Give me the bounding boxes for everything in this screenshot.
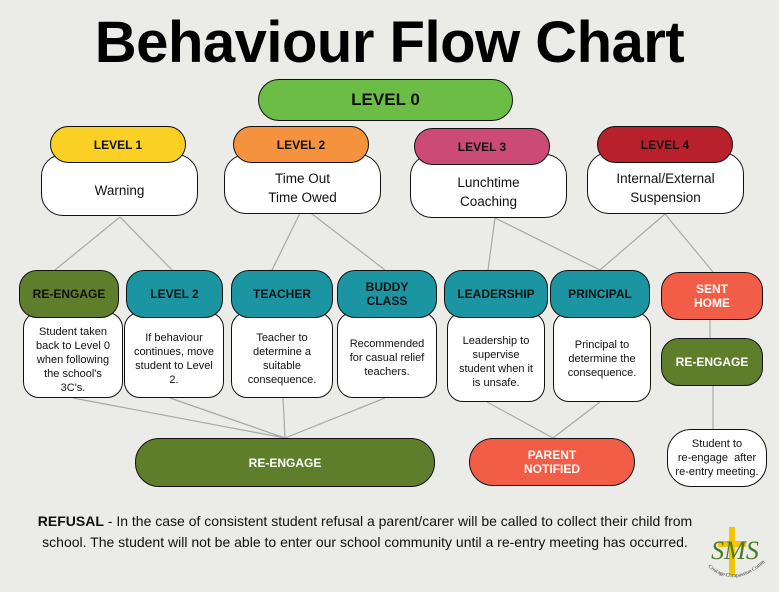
re-engage-line-3: when following [36, 354, 110, 366]
principal-card: Principal to determine the consequence. [553, 312, 651, 402]
parent-notified-label-1: PARENT [527, 448, 577, 462]
teacher-pill: TEACHER [231, 270, 333, 318]
level-4-label: LEVEL 4 [640, 137, 690, 152]
re-engage-line-4: the school's [44, 368, 102, 380]
level-2-action-card: If behaviour continues, move student to … [124, 312, 224, 398]
re-engage-line-1: Student taken [39, 326, 107, 338]
leadership-card: Leadership to supervise student when it … [447, 312, 545, 402]
level-3-label: LEVEL 3 [457, 139, 507, 154]
level-2-action-line-1: If behaviour [145, 332, 203, 344]
refusal-text: - In the case of consistent student refu… [42, 513, 693, 550]
level-4-pill: LEVEL 4 [597, 126, 733, 163]
buddy-class-card: Recommended for casual relief teachers. [337, 312, 437, 398]
level-1-label: LEVEL 1 [93, 137, 143, 152]
re-engage-right-label: RE-ENGAGE [675, 355, 749, 369]
teacher-label: TEACHER [252, 287, 311, 301]
refusal-note: REFUSAL - In the case of consistent stud… [30, 511, 700, 553]
principal-pill: PRINCIPAL [550, 270, 650, 318]
principal-line-1: Principal to [574, 339, 630, 351]
buddy-class-line-2: for casual relief [349, 352, 425, 364]
re-engage-pill: RE-ENGAGE [19, 270, 119, 318]
level-3-text-1: Lunchtime [457, 175, 520, 190]
principal-line-3: consequence. [567, 367, 637, 379]
leadership-line-1: Leadership to [462, 335, 530, 347]
level-2-text-1: Time Out [274, 171, 330, 186]
buddy-class-pill: BUDDY CLASS [337, 270, 437, 318]
buddy-class-label-1: BUDDY [365, 280, 409, 294]
buddy-class-label-2: CLASS [366, 294, 408, 308]
level-2-label: LEVEL 2 [276, 137, 326, 152]
sent-home-label-2: HOME [694, 296, 730, 310]
re-engage-bottom-label: RE-ENGAGE [248, 455, 322, 470]
level-3-pill: LEVEL 3 [414, 128, 550, 165]
level-2-card: Time Out Time Owed [224, 154, 381, 214]
school-logo: SMS Courage Compassion Community [700, 523, 767, 579]
re-engage-card: Student taken back to Level 0 when follo… [23, 312, 123, 398]
level-1-pill: LEVEL 1 [50, 126, 186, 163]
leadership-line-3: student when it [459, 363, 533, 375]
re-engage-right-pill: RE-ENGAGE [661, 338, 763, 386]
sent-home-pill: SENT HOME [661, 272, 763, 320]
level-2-action-line-3: student to Level [135, 360, 213, 372]
teacher-line-1: Teacher to [256, 332, 308, 344]
level-2-action-line-2: continues, move [133, 346, 215, 358]
level-0-label: LEVEL 0 [351, 90, 420, 109]
parent-notified-pill: PARENT NOTIFIED [469, 438, 635, 486]
level-1-card: Warning [41, 154, 198, 216]
teacher-line-4: consequence. [247, 374, 317, 386]
level-2-pill: LEVEL 2 [233, 126, 369, 163]
level-2-action-pill: LEVEL 2 [126, 270, 223, 318]
level-2-text-2: Time Owed [268, 190, 337, 205]
level-2-action-line-4: 2. [169, 374, 179, 386]
page-title: Behaviour Flow Chart [94, 10, 685, 75]
student-reengage-card: Student to re-engage after re-entry meet… [667, 429, 767, 487]
re-engage-line-5: 3C's. [60, 382, 86, 394]
level-3-text-2: Coaching [459, 194, 518, 209]
level-1-text: Warning [94, 182, 145, 198]
student-reengage-line-3: re-entry meeting. [675, 466, 759, 478]
buddy-class-line-3: teachers. [364, 366, 410, 378]
leadership-pill: LEADERSHIP [444, 270, 548, 318]
leadership-label: LEADERSHIP [457, 287, 535, 301]
student-reengage-line-1: Student to [691, 438, 743, 450]
level-0-pill: LEVEL 0 [258, 79, 513, 121]
parent-notified-label-2: NOTIFIED [524, 462, 580, 476]
level-2-action-label: LEVEL 2 [150, 287, 199, 301]
logo-letters: SMS [711, 536, 759, 565]
logo-cross-horizontal [718, 541, 746, 547]
refusal-lead: REFUSAL [37, 513, 104, 529]
re-engage-line-2: back to Level 0 [36, 340, 110, 352]
teacher-card: Teacher to determine a suitable conseque… [231, 312, 333, 398]
buddy-class-line-1: Recommended [349, 338, 425, 350]
student-reengage-line-2: re-engage after [677, 452, 757, 464]
sent-home-label-1: SENT [695, 282, 728, 296]
leadership-line-2: supervise [472, 349, 520, 361]
leadership-line-4: is unsafe. [472, 377, 520, 389]
teacher-line-2: determine a [252, 346, 312, 358]
principal-line-2: determine the [568, 353, 636, 365]
logo-cross-vertical [729, 527, 735, 575]
level-4-text-2: Suspension [630, 190, 701, 205]
principal-label: PRINCIPAL [568, 287, 632, 301]
teacher-line-3: suitable [263, 360, 301, 372]
re-engage-label: RE-ENGAGE [32, 287, 106, 301]
re-engage-bottom-pill: RE-ENGAGE [135, 438, 435, 487]
level-4-text-1: Internal/External [616, 171, 715, 186]
